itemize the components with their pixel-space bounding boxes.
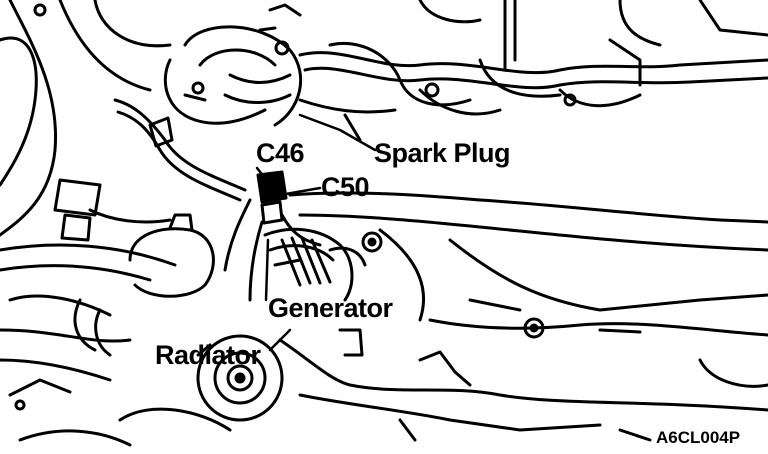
- misc-details: [14, 3, 768, 442]
- spark-plug-wires: [298, 0, 768, 142]
- wiring-harness: [88, 98, 247, 224]
- figure-code: A6CL004P: [656, 428, 741, 447]
- label-generator: Generator: [268, 293, 393, 323]
- radiator-parts: [73, 213, 768, 442]
- label-c46: C46: [256, 138, 305, 168]
- engine-block: [288, 191, 768, 339]
- connector-cluster: [223, 170, 322, 302]
- generator: [263, 227, 364, 357]
- label-c50: C50: [321, 172, 370, 202]
- intake-hose: [163, 3, 303, 127]
- label-radiator: Radiator: [155, 340, 261, 370]
- label-spark-plug: Spark Plug: [374, 138, 511, 168]
- left-hoses: [0, 0, 232, 447]
